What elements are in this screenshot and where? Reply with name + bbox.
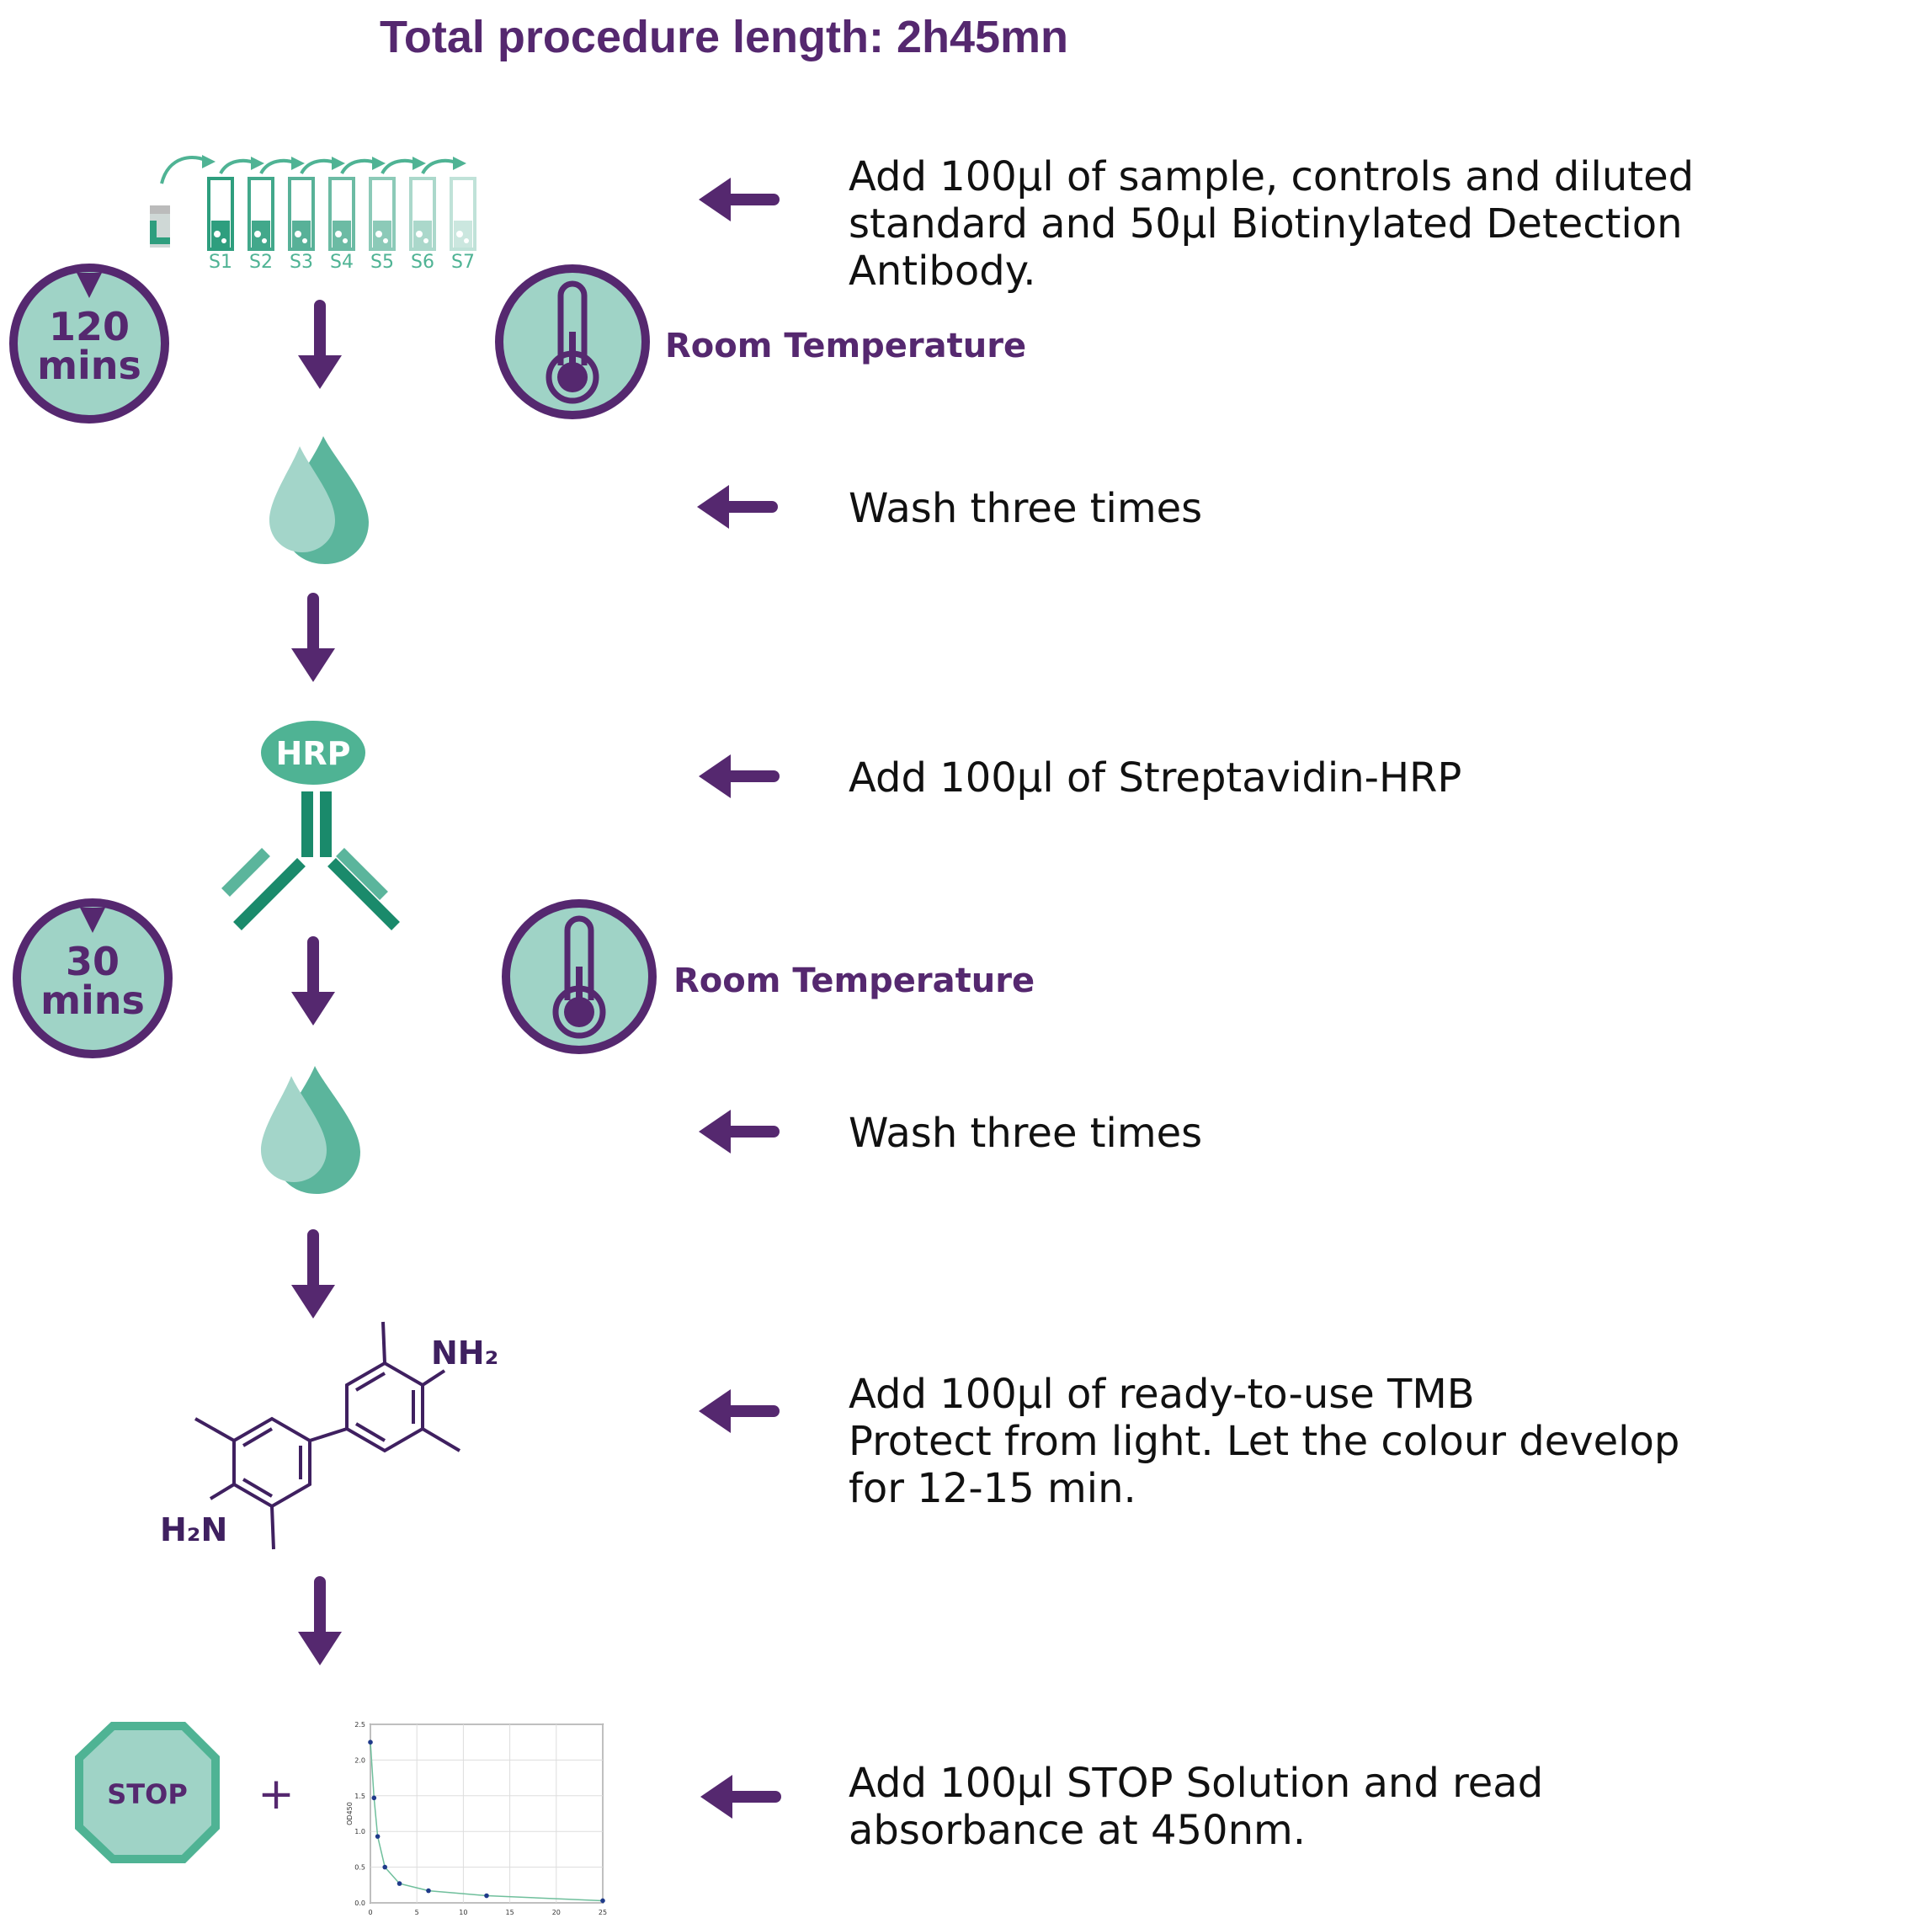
y-tick-label: 2.5	[354, 1721, 365, 1729]
step-6-line-1: Add 100µl STOP Solution and read	[849, 1760, 1543, 1807]
tube: S5	[369, 177, 396, 273]
step-5-line-3: for 12-15 min.	[849, 1465, 1136, 1512]
step-1-line-2: standard and 50µl Biotinylated Detection	[849, 200, 1683, 248]
timer-unit: mins	[40, 978, 145, 1023]
x-tick-label: 10	[459, 1909, 467, 1916]
drops-icon	[269, 436, 369, 564]
page-title: Total procedure length: 2h45mn	[380, 12, 1068, 62]
y-tick-label: 1.0	[354, 1828, 365, 1835]
data-point	[397, 1881, 402, 1886]
tube: S1	[207, 177, 234, 273]
data-point	[382, 1864, 388, 1870]
tube: S2	[247, 177, 274, 273]
x-tick-label: 15	[506, 1909, 514, 1916]
x-tick-label: 25	[599, 1909, 607, 1916]
arrow-left-icon	[697, 485, 778, 529]
arrow-down-icon	[298, 1576, 342, 1665]
timer-badge-30: 30 mins	[17, 903, 168, 1054]
drops-icon	[261, 1066, 360, 1194]
stop-sign-icon: STOP	[75, 1722, 220, 1863]
temperature-label: Room Temperature	[665, 327, 1026, 365]
tube-label: S1	[209, 252, 232, 273]
data-point	[371, 1795, 377, 1801]
h2n-label: H₂N	[160, 1511, 227, 1548]
timer-value: 120	[49, 304, 130, 349]
timer-badge-120: 120 mins	[13, 268, 165, 419]
plot-frame	[370, 1724, 604, 1904]
x-tick-label: 5	[415, 1909, 419, 1916]
data-point	[426, 1888, 431, 1894]
arrow-down-icon	[291, 1229, 335, 1319]
arrow-left-icon	[699, 178, 780, 221]
tube-label: S2	[249, 252, 273, 273]
step-5-line-2: Protect from light. Let the colour devel…	[849, 1418, 1679, 1465]
y-axis-label: OD450	[346, 1802, 354, 1825]
x-tick-label: 0	[368, 1909, 372, 1916]
arrow-left-icon	[699, 1110, 780, 1153]
thermometer-icon	[499, 269, 646, 415]
arrow-down-icon	[291, 593, 335, 682]
timer-value: 30	[66, 939, 120, 984]
data-point	[375, 1834, 381, 1839]
tube-label: S4	[330, 252, 354, 273]
hrp-label: HRP	[276, 735, 351, 772]
timer-unit: mins	[37, 343, 141, 388]
antibody-icon: HRP	[221, 721, 400, 930]
tubes-icon: S1 S2 S3 S4 S5 S6 S7	[150, 155, 476, 273]
tmb-molecule-icon	[194, 1321, 461, 1550]
nh2-label: NH₂	[431, 1335, 498, 1372]
y-tick-label: 0.5	[354, 1864, 365, 1872]
step-1-line-1: Add 100µl of sample, controls and dilute…	[849, 153, 1694, 200]
step-6-line-2: absorbance at 450nm.	[849, 1807, 1306, 1854]
step-5-line-1: Add 100µl of ready-to-use TMB	[849, 1371, 1475, 1418]
arrow-down-icon	[291, 936, 335, 1026]
tube-label: S6	[411, 252, 434, 273]
fit-curve	[370, 1742, 604, 1902]
arrow-left-icon	[700, 1775, 781, 1819]
step-5-text: Add 100µl of ready-to-use TMB Protect fr…	[849, 1371, 1679, 1512]
arrow-left-icon	[699, 1389, 780, 1433]
y-tick-label: 1.5	[354, 1793, 365, 1800]
x-tick-label: 20	[552, 1909, 561, 1916]
tube: S6	[409, 177, 436, 273]
stop-label: STOP	[107, 1778, 188, 1810]
tube: S7	[450, 177, 476, 273]
plus-sign: +	[258, 1769, 295, 1819]
thermometer-icon	[506, 903, 652, 1050]
step-1-text: Add 100µl of sample, controls and dilute…	[849, 153, 1694, 295]
data-point	[600, 1898, 605, 1904]
temperature-label: Room Temperature	[673, 962, 1035, 1000]
y-tick-label: 2.0	[354, 1756, 365, 1764]
tube-label: S3	[290, 252, 313, 273]
arrow-down-icon	[298, 300, 342, 389]
arrow-left-icon	[699, 754, 780, 798]
step-2-text: Wash three times	[849, 485, 1202, 532]
step-4-text: Wash three times	[849, 1110, 1202, 1157]
tube: S3	[288, 177, 315, 273]
step-6-text: Add 100µl STOP Solution and read absorba…	[849, 1760, 1543, 1854]
step-3-text: Add 100µl of Streptavidin-HRP	[849, 754, 1461, 802]
tube-label: S5	[370, 252, 394, 273]
tube: S4	[328, 177, 355, 273]
step-1-line-3: Antibody.	[849, 248, 1036, 295]
data-point	[368, 1740, 373, 1745]
data-point	[484, 1893, 489, 1899]
y-tick-label: 0.0	[354, 1899, 365, 1907]
tube-label: S7	[451, 252, 475, 273]
